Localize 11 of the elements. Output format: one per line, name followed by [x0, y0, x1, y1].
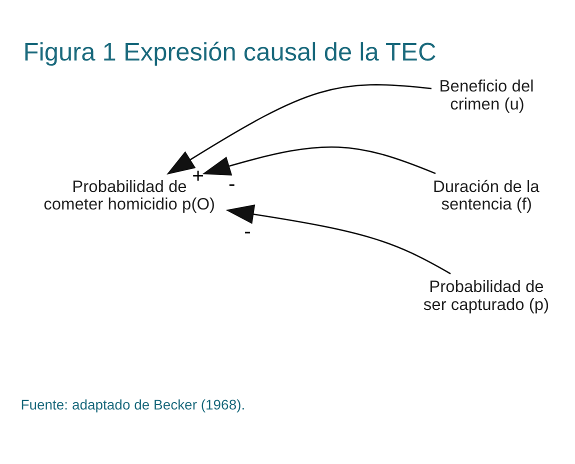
- arrow: [202, 146, 436, 176]
- arrow: [226, 204, 451, 274]
- diagram-title: Figura 1 Expresión causal de la TEC: [23, 38, 436, 66]
- edge-label: -: [228, 173, 236, 196]
- edge-label: +: [192, 166, 204, 188]
- node-text: Beneficio del crimen (u): [439, 77, 534, 114]
- caption: Fuente: adaptado de Becker (1968).: [20, 396, 246, 413]
- arrow: [166, 84, 432, 175]
- node-text: Probabilidad de ser capturado (p): [423, 278, 550, 314]
- node-text: Duración de la sentencia (f): [432, 178, 540, 214]
- edge-label: -: [244, 221, 251, 244]
